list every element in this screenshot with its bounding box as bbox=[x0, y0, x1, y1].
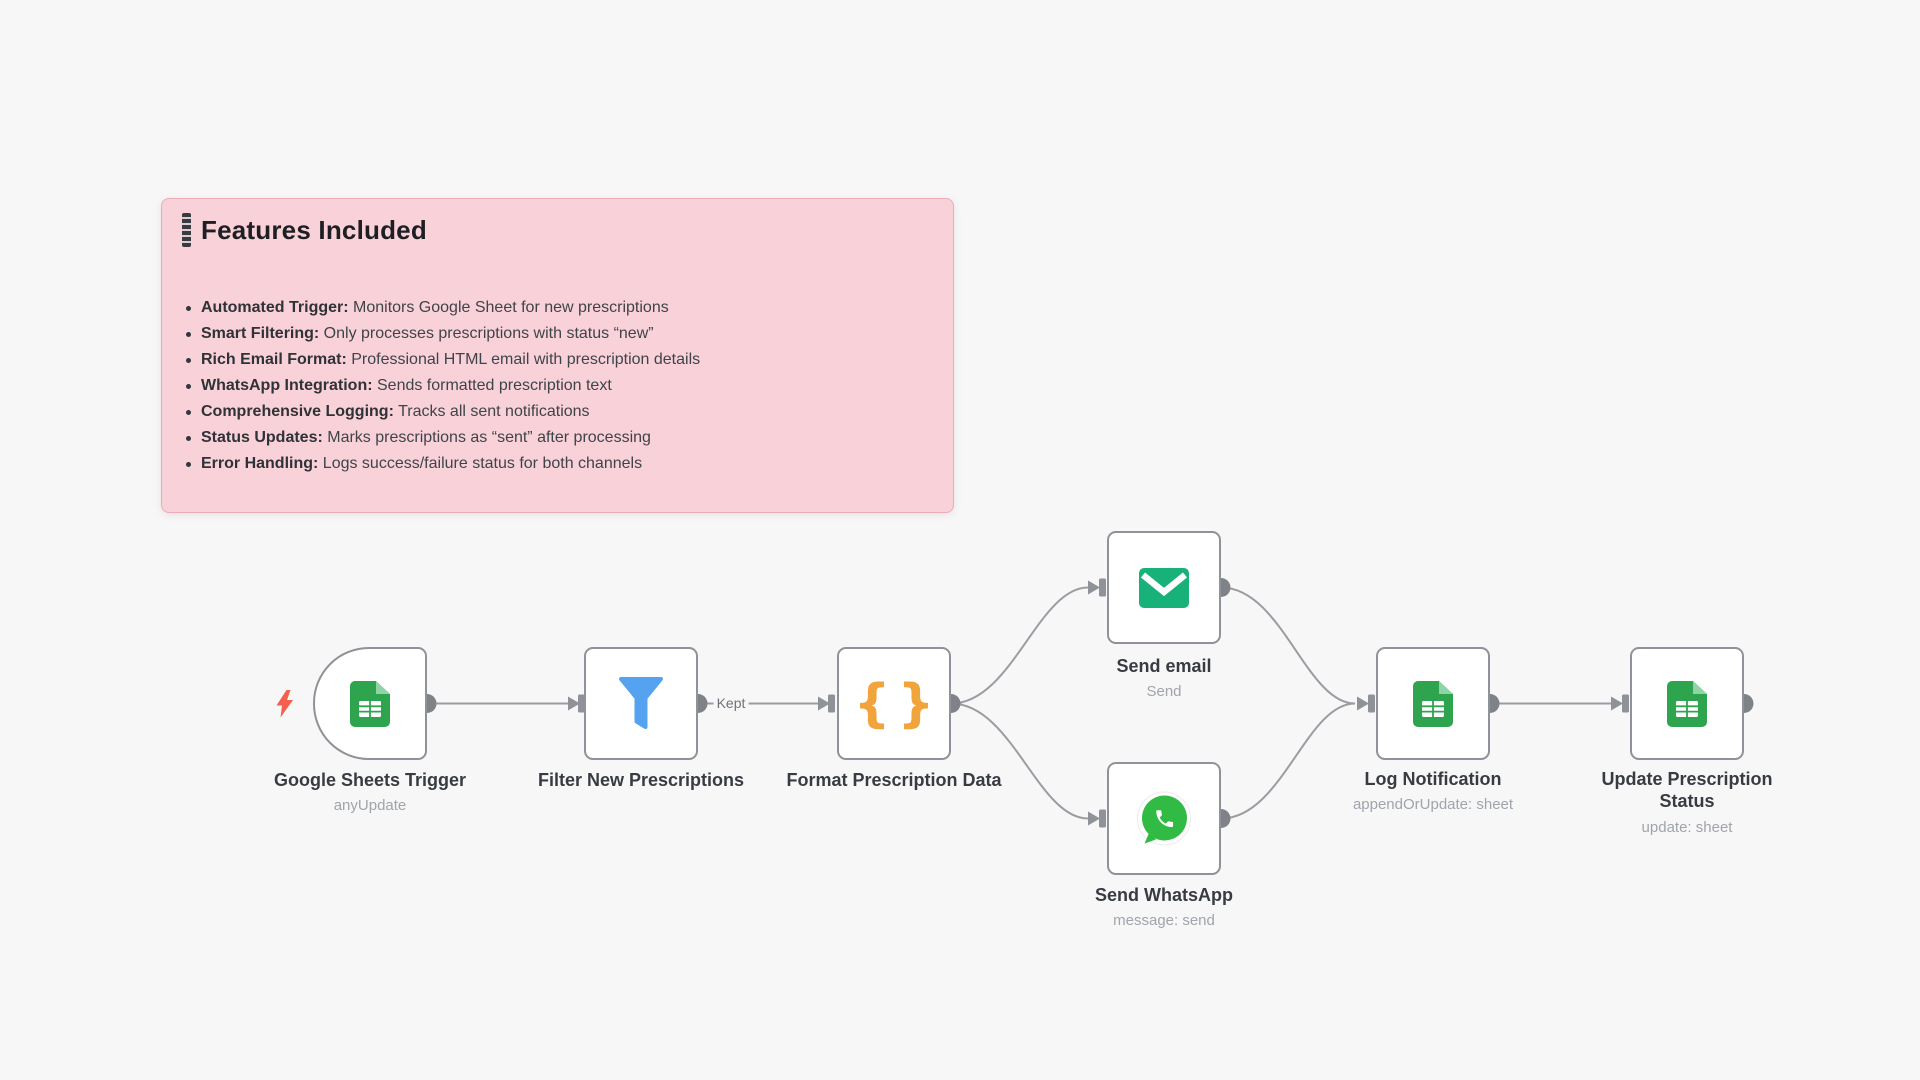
node-label: Google Sheets Trigger bbox=[273, 770, 467, 790]
node-sublabel: anyUpdate bbox=[333, 797, 407, 814]
list-item: Comprehensive Logging: Tracks all sent n… bbox=[185, 399, 933, 425]
node-google-sheets-trigger[interactable] bbox=[313, 647, 427, 760]
arrowhead-icon bbox=[1088, 811, 1100, 826]
connection-output-label: Kept bbox=[713, 695, 749, 711]
google-sheets-icon bbox=[1667, 680, 1707, 727]
input-port[interactable] bbox=[1622, 694, 1629, 713]
google-sheets-icon bbox=[1413, 680, 1453, 727]
node-label: Send WhatsApp bbox=[1095, 885, 1233, 905]
sticky-note[interactable]: Features Included Automated Trigger: Mon… bbox=[161, 198, 954, 513]
list-item: Error Handling: Logs success/failure sta… bbox=[185, 451, 933, 477]
list-item: Smart Filtering: Only processes prescrip… bbox=[185, 321, 933, 347]
braces-icon: {} bbox=[853, 673, 942, 734]
arrowhead-icon bbox=[568, 696, 580, 711]
list-item: Rich Email Format: Professional HTML ema… bbox=[185, 347, 933, 373]
arrowhead-icon bbox=[1357, 696, 1369, 711]
node-send-email[interactable] bbox=[1107, 531, 1221, 644]
node-log-notification[interactable] bbox=[1376, 647, 1490, 760]
node-label: Update Prescription Status bbox=[1601, 769, 1773, 811]
node-sublabel: message: send bbox=[1113, 912, 1215, 929]
connection-whatsapp-log[interactable] bbox=[1220, 702, 1356, 820]
list-item: WhatsApp Integration: Sends formatted pr… bbox=[185, 373, 933, 399]
list-item: Status Updates: Marks prescriptions as “… bbox=[185, 425, 933, 451]
node-label: Format Prescription Data bbox=[786, 770, 1002, 790]
input-port[interactable] bbox=[1368, 694, 1375, 713]
funnel-icon bbox=[619, 676, 663, 729]
node-sublabel: update: sheet bbox=[1641, 819, 1733, 836]
envelope-icon bbox=[1139, 567, 1189, 608]
whatsapp-icon bbox=[1137, 791, 1191, 845]
arrowhead-icon bbox=[1088, 580, 1100, 595]
google-sheets-icon bbox=[350, 680, 390, 727]
input-port[interactable] bbox=[1099, 578, 1106, 597]
node-sublabel: appendOrUpdate: sheet bbox=[1352, 796, 1514, 813]
input-port[interactable] bbox=[1099, 809, 1106, 828]
node-filter-new-prescriptions[interactable] bbox=[584, 647, 698, 760]
node-format-prescription-data[interactable]: {} bbox=[837, 647, 951, 760]
node-update-prescription-status[interactable] bbox=[1630, 647, 1744, 760]
features-list: Automated Trigger: Monitors Google Sheet… bbox=[182, 295, 933, 477]
node-label: Log Notification bbox=[1364, 769, 1502, 789]
node-label: Filter New Prescriptions bbox=[537, 770, 745, 790]
sticky-note-title: Features Included bbox=[201, 214, 427, 245]
arrowhead-icon bbox=[1611, 696, 1623, 711]
node-send-whatsapp[interactable] bbox=[1107, 762, 1221, 875]
sticky-note-header: Features Included bbox=[182, 213, 933, 247]
connection-format-whatsapp[interactable] bbox=[950, 702, 1089, 820]
connection-format-email[interactable] bbox=[950, 586, 1089, 705]
connection-email-log[interactable] bbox=[1220, 586, 1356, 705]
input-port[interactable] bbox=[828, 694, 835, 713]
node-sublabel: Send bbox=[1146, 683, 1182, 700]
list-item: Automated Trigger: Monitors Google Sheet… bbox=[185, 295, 933, 321]
lightning-bolt-icon bbox=[276, 690, 293, 718]
node-label: Send email bbox=[1116, 656, 1212, 676]
arrowhead-icon bbox=[818, 696, 830, 711]
list-bar-icon bbox=[182, 213, 191, 247]
